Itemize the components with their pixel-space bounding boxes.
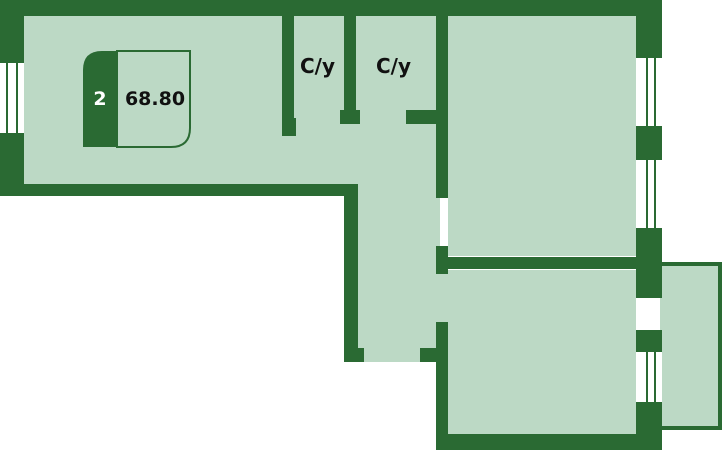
wall-bath-2-stub [340,110,360,124]
apartment-badge: 2 68.80 [82,50,192,147]
wall-bath-1 [282,0,294,136]
floor-balcony [660,266,720,426]
window-right-1 [636,58,662,126]
wall-partition-horizontal [436,257,636,269]
windows [0,58,662,402]
wall-bottom-room-left [436,322,448,450]
wall-bottom [436,434,662,450]
bathroom-label-1: С/у [300,54,336,78]
bathroom-label-2: С/у [376,54,412,78]
floor-area [24,16,720,434]
floor-right-room [448,16,636,256]
wall-partition-vertical-upper [436,0,448,198]
balcony-top-rail [660,262,722,266]
wall-corridor-left [344,184,358,362]
balcony-right-rail [718,262,722,430]
wall-bath-2 [344,0,356,124]
rooms-count: 2 [93,87,107,110]
floor-bottom-room [440,270,636,434]
balcony [660,262,722,430]
wall-right [636,0,662,298]
wall-left-bottom [0,184,358,196]
wall-top [0,0,662,16]
apartment-badge-shape [83,50,191,148]
walls [0,0,662,450]
wall-corridor-bottom-left [344,348,364,362]
window-bottom-room [636,352,662,402]
balcony-bottom-rail [660,426,722,430]
floor-corridor [358,180,440,362]
wall-bath-1-stub [282,118,296,136]
total-area: 68.80 [124,87,186,110]
wall-bath-2-right-stub [406,110,440,124]
window-left [0,63,24,133]
window-right-2 [636,160,662,228]
